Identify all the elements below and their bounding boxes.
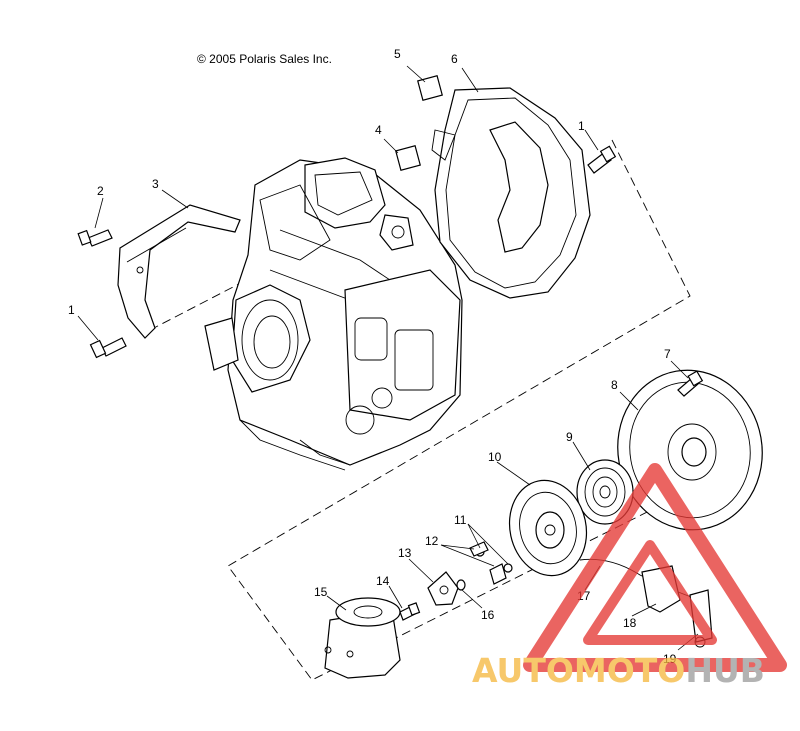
pawl-12-b <box>489 563 507 585</box>
callout-1-upper: 1 <box>578 119 585 133</box>
callout-15: 15 <box>314 585 328 599</box>
callout-13: 13 <box>398 546 412 560</box>
callout-1-lower: 1 <box>68 303 75 317</box>
watermark-triangle-outer <box>523 463 787 672</box>
pawl-12-a <box>469 541 489 557</box>
clip-16 <box>456 579 466 591</box>
callout-5: 5 <box>394 47 401 61</box>
copyright-notice: © 2005 Polaris Sales Inc. <box>197 52 332 66</box>
decal-5 <box>417 75 443 101</box>
callout-11: 11 <box>454 513 467 527</box>
engine-block <box>204 157 463 471</box>
callout-14: 14 <box>376 574 390 588</box>
automotohub-watermark: AUTOMOTOHUB <box>472 463 787 690</box>
callout-2: 2 <box>97 184 104 198</box>
friction-plate <box>427 571 459 606</box>
watermark-triangle-inner <box>583 540 717 645</box>
callout-8: 8 <box>611 378 618 392</box>
starter-cup <box>324 597 401 679</box>
bolt-1-lower <box>89 337 127 359</box>
watermark-text-automoto: AUTOMOTO <box>472 651 685 690</box>
callout-7: 7 <box>664 347 671 361</box>
blower-housing <box>431 87 591 299</box>
bolt-upper-right <box>587 145 617 174</box>
screw-14 <box>399 602 421 621</box>
callout-10: 10 <box>488 450 502 464</box>
callout-12: 12 <box>425 534 439 548</box>
callout-18: 18 <box>623 616 637 630</box>
callout-labels: 5 6 4 1 2 3 1 7 8 9 10 11 12 13 14 15 16… <box>68 47 677 666</box>
callout-4: 4 <box>375 123 382 137</box>
recoil-starter-housing <box>617 369 763 531</box>
callout-3: 3 <box>152 177 159 191</box>
watermark-text: AUTOMOTOHUB <box>472 651 765 690</box>
decal-4 <box>395 145 421 171</box>
watermark-text-hub: HUB <box>685 651 765 690</box>
callout-16: 16 <box>481 608 495 622</box>
recoil-pulley <box>508 479 588 577</box>
mounting-bracket <box>117 204 241 339</box>
alignment-dashed-line <box>227 139 736 681</box>
bolt-2 <box>77 229 113 247</box>
callout-9: 9 <box>566 430 573 444</box>
spring-11-b <box>503 563 513 573</box>
bolt-7 <box>677 370 704 397</box>
callout-6: 6 <box>451 52 458 66</box>
